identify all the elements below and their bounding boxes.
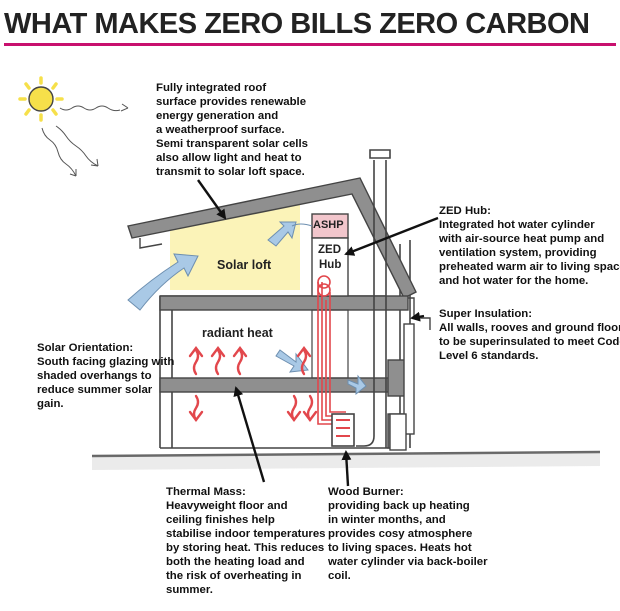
super-insulation-annotation: Super Insulation: All walls, rooves and … <box>439 308 620 362</box>
sun-icon <box>18 76 64 122</box>
wood-burner <box>331 413 355 447</box>
page-title: WHAT MAKES ZERO BILLS ZERO CARBON <box>4 8 590 40</box>
title-underline <box>4 43 616 46</box>
radiant-heat-label: radiant heat <box>202 326 273 340</box>
air-flow-arrow <box>127 221 367 396</box>
roof-annotation: Fully integrated roof surface provides r… <box>156 82 308 178</box>
solar-orientation-annotation: Solar Orientation: South facing glazing … <box>37 342 175 410</box>
flue-pipe <box>356 149 391 448</box>
zed-hub-annotation: ZED Hub: Integrated hot water cylinder w… <box>439 205 620 287</box>
insulation-detail <box>389 323 415 451</box>
zed-hub-label-line2: Hub <box>319 259 342 271</box>
solar-loft-space <box>170 190 300 290</box>
heat-arrow <box>188 346 318 422</box>
annotation-pointers <box>197 179 439 487</box>
zed-hub-label-line1: ZED <box>318 244 341 256</box>
thermal-mass-annotation: Thermal Mass: Heavyweight floor and ceil… <box>166 486 326 596</box>
sunlight-rays <box>41 103 129 177</box>
floor-slabs <box>159 295 409 449</box>
wood-burner-annotation: Wood Burner: providing back up heating i… <box>328 486 488 582</box>
solar-loft-label: Solar loft <box>217 258 272 272</box>
ashp-label: ASHP <box>313 219 344 231</box>
